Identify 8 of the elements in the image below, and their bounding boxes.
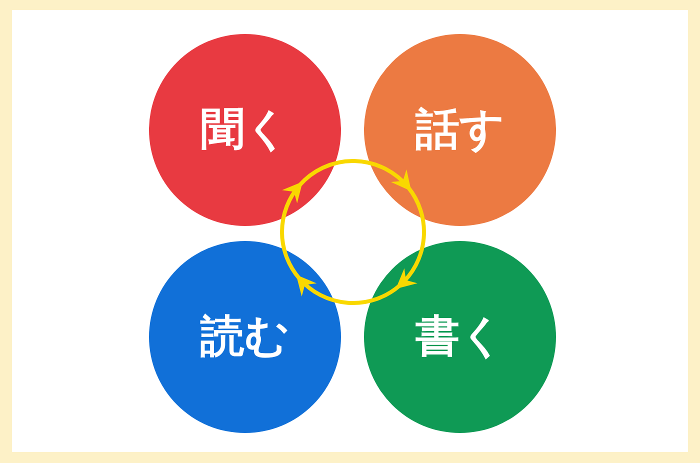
node-label: 聞く <box>200 108 290 152</box>
cycle-arrow <box>298 159 412 191</box>
node-label: 読む <box>200 315 290 359</box>
cycle-arrow <box>296 275 401 305</box>
node-label: 書く <box>416 315 504 359</box>
cycle-arrow <box>280 181 302 280</box>
node-label: 話す <box>416 108 504 152</box>
cycle-arrow <box>396 186 426 290</box>
